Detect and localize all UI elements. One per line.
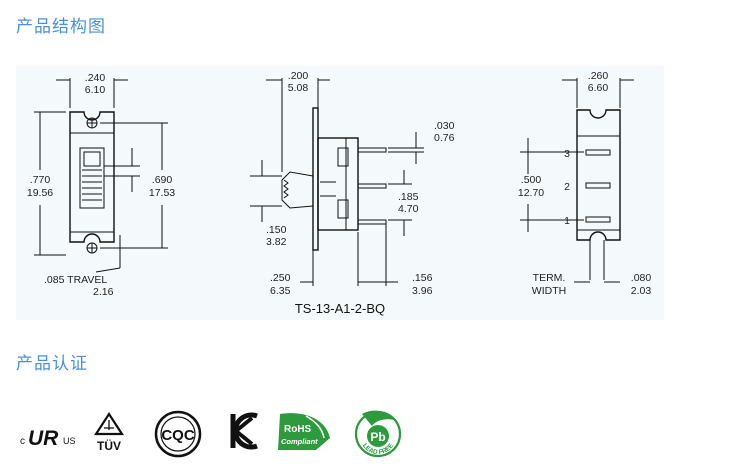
dim-front-mount-mm: 17.53 [149,187,175,199]
dim-side-width-mm: 5.08 [288,82,309,94]
cqc-logo: CQC [154,410,202,458]
dim-front-mount-in: .690 [152,174,173,186]
front-view: .240 6.10 .770 19.56 .690 17.53 .085 TRA… [27,72,175,298]
dim-front-travel-in: .085 TRAVEL [44,274,107,286]
dim-side-body-mm: 6.35 [270,285,291,297]
back-terminal-1 [585,216,611,223]
dim-side-tail-mm: 3.96 [412,285,433,297]
dim-back-width-mm: 6.60 [588,82,609,94]
dim-side-width-in: .200 [288,70,309,82]
svg-text:TÜV: TÜV [97,438,121,453]
svg-text:Compliant: Compliant [281,437,318,446]
side-terminal-top [357,147,387,153]
rohs-logo: RoHS Compliant [278,413,330,450]
dimension-drawing: .240 6.10 .770 19.56 .690 17.53 .085 TRA… [16,66,664,320]
svg-text:c: c [20,436,25,447]
svg-text:UR: UR [28,427,59,450]
front-body [69,111,115,243]
dim-side-tail-in: .156 [412,272,433,284]
dim-back-term-mm: 2.03 [631,285,652,297]
side-view: .200 5.08 .030 0.76 .185 4.70 .150 3.82 … [250,70,455,316]
dim-side-offset-mm: 3.82 [266,236,287,248]
back-body [576,109,621,241]
dim-side-offset-in: .150 [266,224,287,236]
svg-text:US: US [63,436,76,446]
dim-front-height-in: .770 [30,174,51,186]
section-heading-structure: 产品结构图 [16,17,106,37]
front-actuator [79,147,105,209]
dim-front-height-mm: 19.56 [27,187,53,199]
dim-back-span-in: .500 [521,174,542,186]
back-terminal-3 [585,149,611,156]
tuv-logo: TÜV [93,411,125,453]
back-view: 3 2 1 .260 6.60 .500 12.70 TERM. WIDTH .… [518,70,652,297]
dim-front-width-in: .240 [85,72,106,84]
kc-logo-text: KC [244,461,246,463]
dim-front-width-mm: 6.10 [85,84,106,96]
side-actuator [281,171,314,209]
dim-side-pin-in: .030 [434,120,455,132]
dim-side-pitch-in: .185 [398,191,419,203]
dim-side-body-in: .250 [270,272,291,284]
lead-free-logo: Pb LEAD FREE [354,410,402,458]
side-plate [312,107,319,251]
dim-front-travel-mm: 2.16 [93,286,114,298]
section-heading-certification: 产品认证 [16,354,88,374]
drawing-svg: .240 6.10 .770 19.56 .690 17.53 .085 TRA… [27,70,652,316]
dim-side-pin-mm: 0.76 [434,132,455,144]
kc-logo: KC [227,412,261,463]
dim-back-span-mm: 12.70 [518,187,544,199]
svg-text:Pb: Pb [370,430,385,444]
svg-text:RoHS: RoHS [284,424,312,435]
back-terminal-2 [585,182,611,189]
terminal-number-3: 3 [564,148,570,160]
terminal-number-2: 2 [564,181,570,193]
certification-logos: c UR US TÜV CQC KC RoHS Compliant Pb LEA… [16,406,416,466]
dim-back-width-in: .260 [588,70,609,82]
dim-back-term-label-1: TERM. [533,272,566,284]
part-number: TS-13-A1-2-BQ [295,301,385,316]
ul-recognized-logo: c UR US [20,427,76,450]
side-terminal-mid [357,183,387,189]
dim-back-term-label-2: WIDTH [532,285,566,297]
logos-svg: c UR US TÜV CQC KC RoHS Compliant Pb LEA… [20,410,402,463]
terminal-number-1: 1 [564,215,570,227]
side-terminal-bot [357,219,387,225]
svg-text:CQC: CQC [161,427,195,444]
dim-side-pitch-mm: 4.70 [398,203,419,215]
dim-back-term-in: .080 [631,272,652,284]
